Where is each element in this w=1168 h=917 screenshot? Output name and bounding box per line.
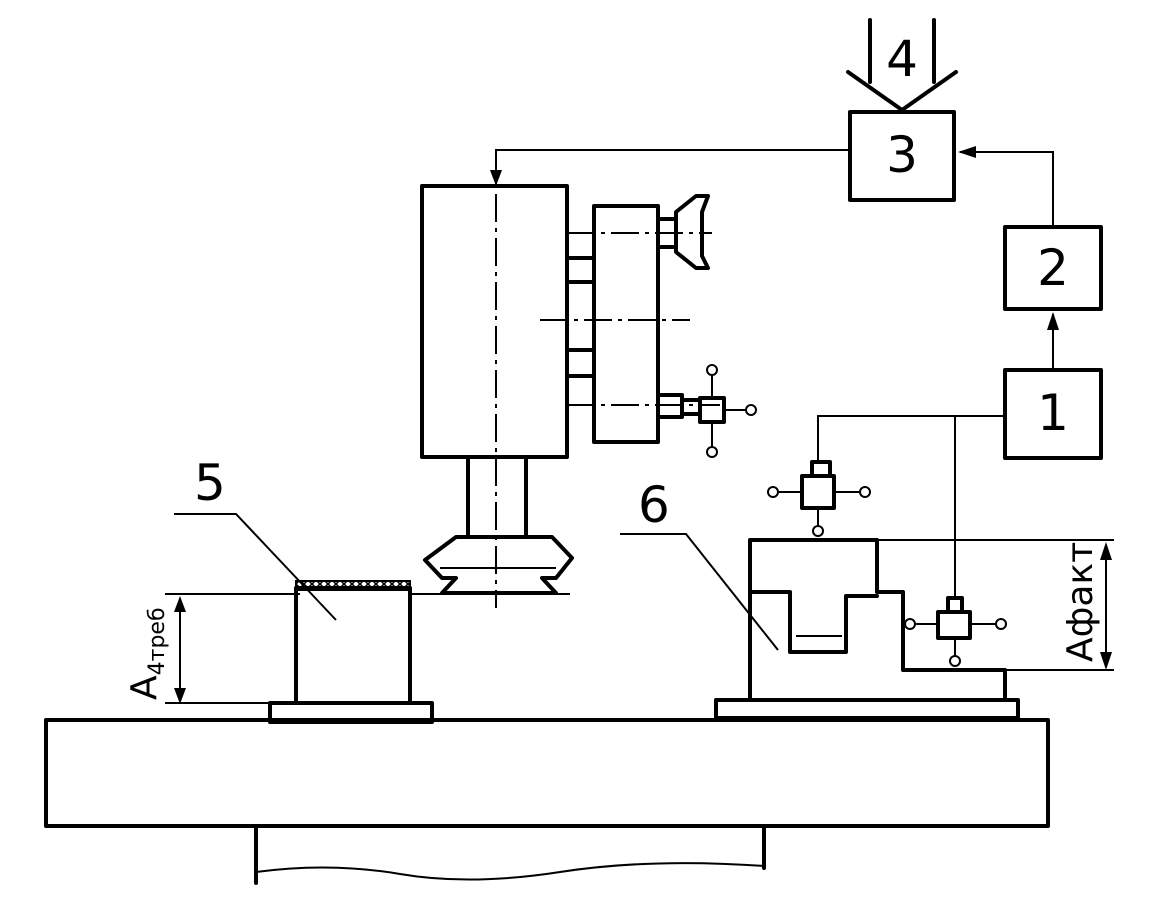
workpiece-5 <box>268 580 434 724</box>
label-5-group: 5 <box>174 454 337 621</box>
dim-a-actual-label: Aфакт <box>1060 542 1101 662</box>
dim-a-required-sub: 4треб <box>145 607 170 675</box>
block-1-label: 1 <box>1037 384 1069 442</box>
tool-turret <box>540 194 757 458</box>
block-3-label: 3 <box>886 126 918 184</box>
label-6-group: 6 <box>620 476 779 651</box>
fixture-6 <box>714 538 1020 720</box>
svg-text:A4треб: A4треб <box>124 607 170 700</box>
machine-table <box>44 718 1050 885</box>
block-2-label: 2 <box>1037 239 1069 297</box>
fixture-6-label: 6 <box>638 476 670 534</box>
input-arrow-4: 4 <box>846 18 958 112</box>
dim-a-required-main: A <box>124 675 165 700</box>
signal-lines <box>490 146 1059 598</box>
probe-upper <box>767 460 871 537</box>
block-1: 1 <box>1003 368 1103 460</box>
block-4-label: 4 <box>886 30 918 88</box>
block-3: 3 <box>848 110 956 202</box>
spindle-head <box>420 150 574 608</box>
part-5-label: 5 <box>194 454 226 512</box>
dim-a-required: A4треб <box>124 593 570 704</box>
probe-lower <box>904 596 1007 667</box>
block-2: 2 <box>1003 225 1103 311</box>
dim-a-actual: Aфакт <box>877 539 1114 671</box>
